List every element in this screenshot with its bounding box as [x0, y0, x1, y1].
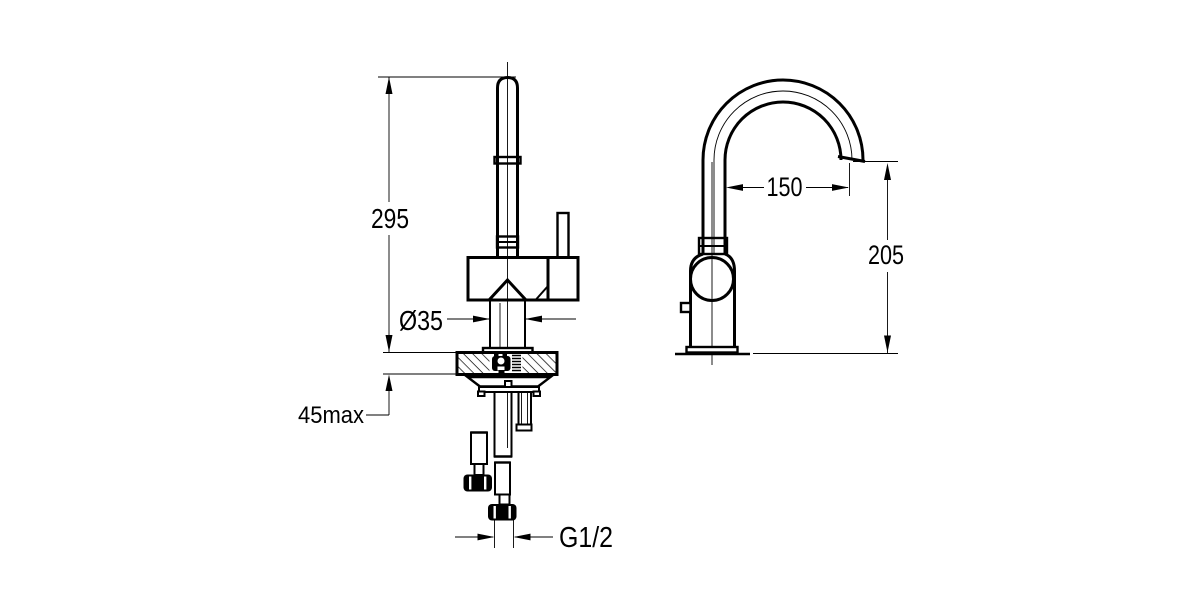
spout-joint-ring	[493, 155, 522, 165]
mounting-hardware	[463, 375, 555, 432]
body-side-pin	[679, 301, 692, 314]
fitting-slot	[497, 366, 505, 371]
hose-left-nut	[463, 474, 492, 492]
arrowhead-up	[884, 163, 891, 180]
dim-150-label: 150	[767, 172, 803, 202]
body-joint-circle	[689, 256, 735, 302]
dim-150: 150	[726, 163, 850, 202]
body-chevron	[488, 277, 527, 301]
washer-end-right	[532, 390, 541, 397]
dim-295: 295	[371, 76, 516, 352]
fixing-stud-foot	[515, 423, 533, 432]
dim-205-label: 205	[868, 240, 904, 270]
deck-hatch-right	[522, 354, 556, 373]
spout-tube-front	[496, 75, 519, 257]
fitting-stem	[498, 370, 505, 375]
dim-thread-label: G1/2	[559, 522, 613, 554]
arrowhead-down	[884, 335, 891, 353]
handle-base-block	[533, 256, 580, 302]
arrowhead-left	[525, 315, 542, 323]
handle-base-diagonal	[535, 285, 549, 301]
dim-diameter-label: Ø35	[399, 305, 443, 336]
base-flange	[685, 345, 739, 354]
deck-hatch-left	[458, 354, 490, 373]
body-right-side	[724, 252, 736, 347]
hose-center-neck	[498, 493, 511, 506]
fitting-tab-right	[502, 353, 507, 357]
fixing-stud	[517, 391, 532, 426]
arrowhead-up	[385, 374, 393, 391]
thread-coil	[512, 354, 521, 372]
arrowhead-right	[473, 315, 490, 323]
front-view: 295 Ø35 45max G1/2	[298, 62, 613, 554]
dim-45max-label: 45max	[298, 402, 364, 429]
dim-205: 205	[753, 161, 904, 354]
spout-outer-arc	[701, 78, 865, 161]
fitting-tab-left	[494, 353, 499, 357]
arrowhead-right	[477, 533, 495, 541]
hose-center-nut	[488, 504, 517, 521]
arrowhead-left	[726, 184, 743, 191]
dim-295-label: 295	[371, 203, 409, 234]
fitting-bore	[497, 357, 505, 365]
dim-45max: 45max	[298, 352, 457, 429]
washer-end-left	[477, 390, 486, 397]
deck-section	[455, 351, 559, 376]
dim-diameter-35: Ø35	[399, 305, 576, 336]
spout-outlet-cut	[837, 155, 866, 163]
arrowhead-down	[385, 335, 393, 352]
spout-mid-line	[713, 90, 853, 254]
arrowhead-up	[385, 77, 393, 94]
spout-inner-arc	[723, 100, 843, 161]
side-view: 150 205	[675, 78, 904, 365]
hose-left-neck	[473, 463, 485, 476]
dim-g12: G1/2	[455, 520, 613, 554]
arrowhead-left	[513, 533, 531, 541]
arrowhead-right	[832, 184, 849, 191]
supply-hoses	[463, 391, 517, 521]
